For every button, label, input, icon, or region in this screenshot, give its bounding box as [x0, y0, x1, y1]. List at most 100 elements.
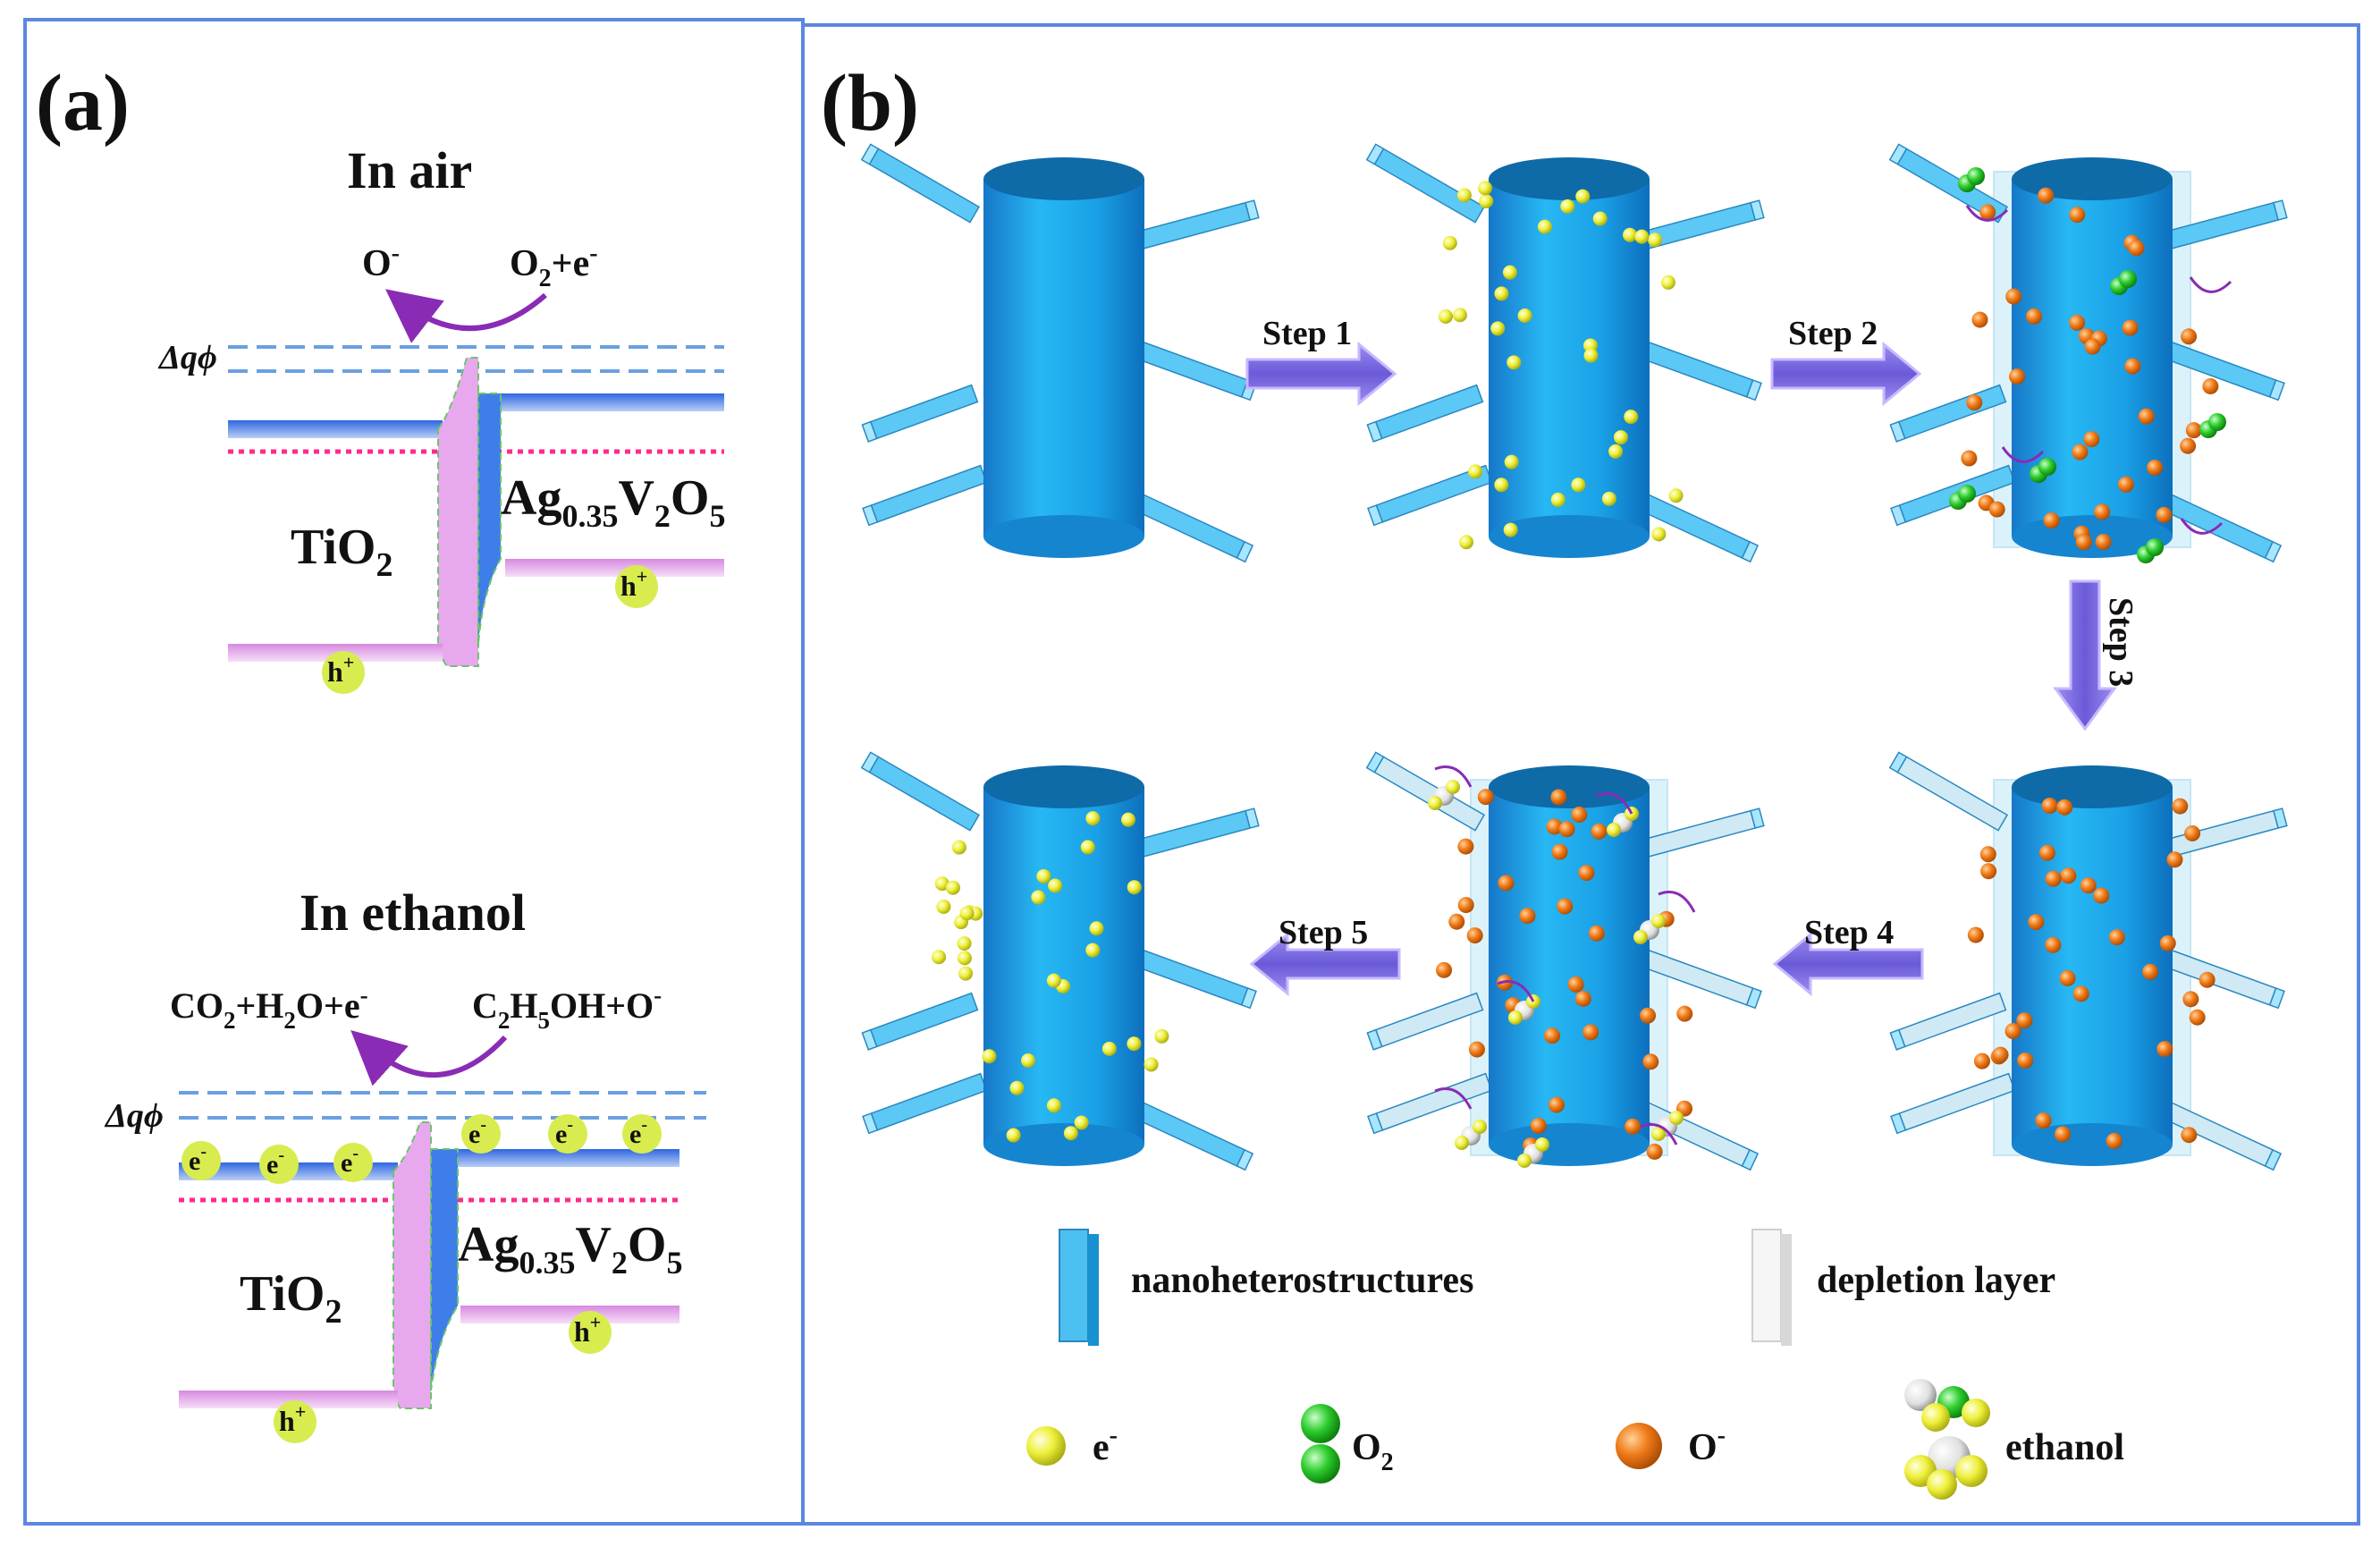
o-minus-particle — [2009, 368, 2026, 385]
o-minus-particle — [2016, 1012, 2033, 1029]
o-minus-particle — [1544, 1027, 1561, 1044]
electron-0: e- — [181, 1141, 221, 1180]
o-minus-particle — [1642, 1053, 1659, 1070]
electron-particle — [932, 950, 947, 965]
rod — [1888, 751, 2009, 832]
panel-b-frame — [801, 23, 2360, 1526]
o-minus-particle — [1558, 821, 1575, 838]
electron-particle — [951, 840, 966, 855]
rod — [2159, 947, 2285, 1010]
o-minus-particle — [2045, 870, 2062, 887]
ethanol-agvo-valence-band — [460, 1306, 679, 1323]
electron-particle — [1660, 275, 1675, 290]
rod — [1366, 992, 1484, 1051]
electron-particle — [1080, 840, 1095, 855]
electron-particle — [1101, 1041, 1117, 1056]
rod — [1636, 339, 1762, 402]
electron-particle — [1623, 227, 1638, 242]
ethanol-molecule — [1517, 1137, 1549, 1168]
o-minus-particle — [2043, 512, 2060, 529]
electron-particle — [1550, 492, 1566, 507]
rod — [1889, 384, 2007, 443]
electron-particle — [1154, 1028, 1169, 1044]
electron-particle — [1478, 181, 1493, 196]
o-minus-particle — [1457, 838, 1474, 855]
electron-particle — [1046, 973, 1061, 988]
o-minus-particle — [1966, 394, 1983, 411]
electron-particle — [1613, 430, 1628, 445]
legend-ethanol-label: ethanol — [2005, 1427, 2124, 1468]
legend-o2-label: O2 — [1352, 1427, 1394, 1476]
electron-particle — [934, 876, 949, 892]
electron-5: e- — [622, 1114, 662, 1154]
stage-initial — [860, 143, 1260, 563]
o-minus-particle — [1548, 1096, 1565, 1113]
o-minus-particle — [2166, 851, 2183, 868]
ethanol-tio2-bending — [392, 1121, 432, 1409]
o-minus-particle — [2069, 207, 2086, 224]
cylinder-body — [1489, 787, 1650, 1145]
o-minus-particle — [2117, 476, 2134, 493]
step-4-arrow: Step 4 — [1772, 914, 1924, 997]
svg-text:h+: h+ — [279, 1400, 306, 1437]
svg-text:e-: e- — [468, 1115, 486, 1149]
air-reaction-arrow — [385, 289, 547, 343]
o-minus-particle — [1557, 898, 1574, 915]
o-minus-particle — [2124, 358, 2141, 375]
cylinder-body — [983, 787, 1144, 1145]
reaction-swirl — [2189, 276, 2232, 293]
o-minus-particle — [2072, 444, 2089, 461]
o-minus-particle — [2181, 328, 2198, 345]
o-minus-particle — [1980, 863, 1997, 880]
reaction-swirl — [1497, 980, 1535, 1002]
o-minus-particle — [2095, 533, 2112, 550]
o-minus-particle — [2041, 798, 2058, 815]
rod — [2160, 807, 2288, 859]
reaction-swirl — [1658, 891, 1696, 913]
electron-particle — [945, 880, 960, 895]
electron-particle — [1592, 211, 1608, 226]
legend-depletion-icon — [1751, 1229, 1792, 1346]
stage-after-step-3 — [1888, 751, 2288, 1171]
ethanol-tio2-valence-band — [179, 1391, 398, 1408]
ethanol-molecule — [1651, 1111, 1684, 1141]
electron-2: e- — [333, 1143, 373, 1182]
electron-particle — [1506, 355, 1522, 370]
nanostructure-stages — [860, 143, 2288, 1171]
o-minus-particle — [1582, 1024, 1599, 1041]
o-minus-particle — [2184, 824, 2201, 841]
air-tio2-label: TiO2 — [291, 520, 392, 584]
cylinder-top — [2012, 765, 2173, 808]
o-minus-particle — [1578, 865, 1595, 882]
o-minus-particle — [2159, 934, 2176, 951]
o-minus-particle — [1436, 961, 1453, 978]
electron-particle — [1668, 488, 1684, 503]
electron-particle — [1021, 1052, 1036, 1068]
o-minus-particle — [2035, 1112, 2052, 1129]
o-minus-particle — [2106, 1132, 2123, 1149]
reaction-swirl — [2180, 518, 2224, 535]
electron-particle — [1503, 522, 1518, 537]
o-minus-particle — [2122, 319, 2139, 336]
electron-particle — [1648, 232, 1663, 248]
step-3-arrow: Step 3 — [2053, 579, 2139, 731]
o-minus-particle — [2038, 187, 2055, 204]
reaction-swirl — [2001, 446, 2045, 463]
o-minus-particle — [2004, 1023, 2021, 1040]
legend-ominus-label: O- — [1688, 1422, 1726, 1468]
ethanol-hole-agvo: h+ — [569, 1311, 612, 1354]
air-tio2-conduction-band — [228, 420, 443, 438]
o2-molecule — [1958, 167, 1985, 192]
o-minus-particle — [2069, 314, 2086, 331]
legend: nanoheterostructures depletion layer e- … — [1026, 1229, 2124, 1500]
legend-ominus-icon — [1616, 1423, 1662, 1469]
electron-particle — [1560, 199, 1575, 214]
electron-particle — [1468, 464, 1483, 479]
air-title: In air — [347, 141, 472, 199]
electron-particle — [1575, 189, 1591, 204]
o-minus-particle — [1979, 204, 1996, 221]
o-minus-particle — [1551, 843, 1568, 860]
o-minus-particle — [1530, 1117, 1547, 1134]
air-delta-label: Δqϕ — [157, 339, 217, 376]
